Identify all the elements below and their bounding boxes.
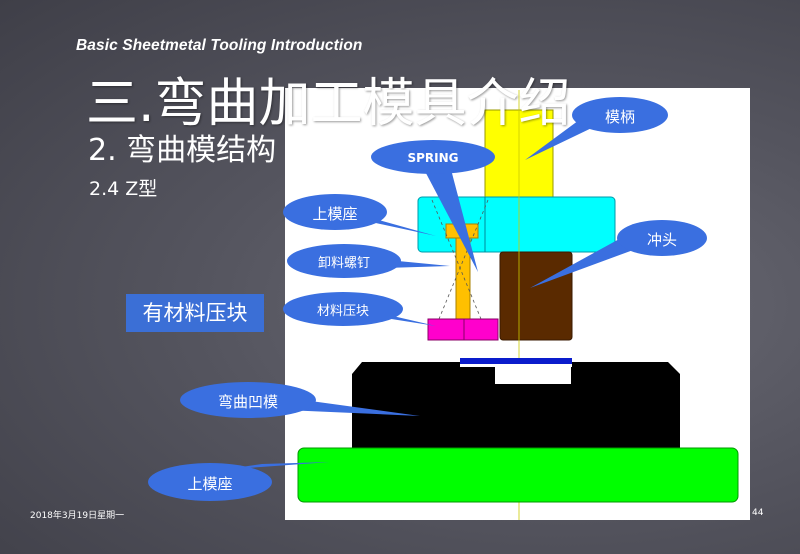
presentation-header-title: Basic Sheetmetal Tooling Introduction (76, 37, 363, 54)
callout-pressure-pad-text: 材料压块 (317, 304, 369, 319)
bending-die (352, 362, 680, 448)
callout-upper-die-seat-top: 上模座 (283, 194, 436, 236)
callout-upper-die-seat-bottom: 上模座 (148, 462, 330, 501)
base-plate (297, 447, 739, 503)
page-number: 44 (752, 508, 764, 518)
callout-punch-text: 冲头 (647, 231, 677, 249)
callout-shank: 模柄 (525, 97, 668, 160)
callout-bending-die-text: 弯曲凹模 (218, 393, 278, 411)
side-label-pressure-pad: 有材料压块 (126, 294, 264, 332)
pressure-pad (427, 318, 499, 341)
section-title: 三.弯曲加工模具介绍 (86, 74, 571, 134)
callout-upper-die-seat-top-text: 上模座 (312, 205, 357, 223)
callout-upper-die-seat-bottom-text: 上模座 (187, 475, 232, 493)
callout-pressure-pad: 材料压块 (283, 292, 436, 326)
punch (499, 251, 573, 341)
callout-punch: 冲头 (530, 220, 707, 288)
callout-spring-text: SPRING (407, 151, 458, 165)
callout-stripper-screw: 卸料螺钉 (287, 244, 450, 278)
sub-title: 2. 弯曲模结构 (88, 133, 277, 168)
callout-stripper-screw-text: 卸料螺钉 (318, 255, 370, 271)
item-title: 2.4 Z型 (89, 178, 158, 200)
callout-spring: SPRING (371, 140, 495, 272)
callout-bending-die: 弯曲凹模 (180, 382, 420, 418)
footer-date: 2018年3月19日星期一 (30, 511, 125, 521)
callout-shank-text: 模柄 (605, 108, 635, 126)
